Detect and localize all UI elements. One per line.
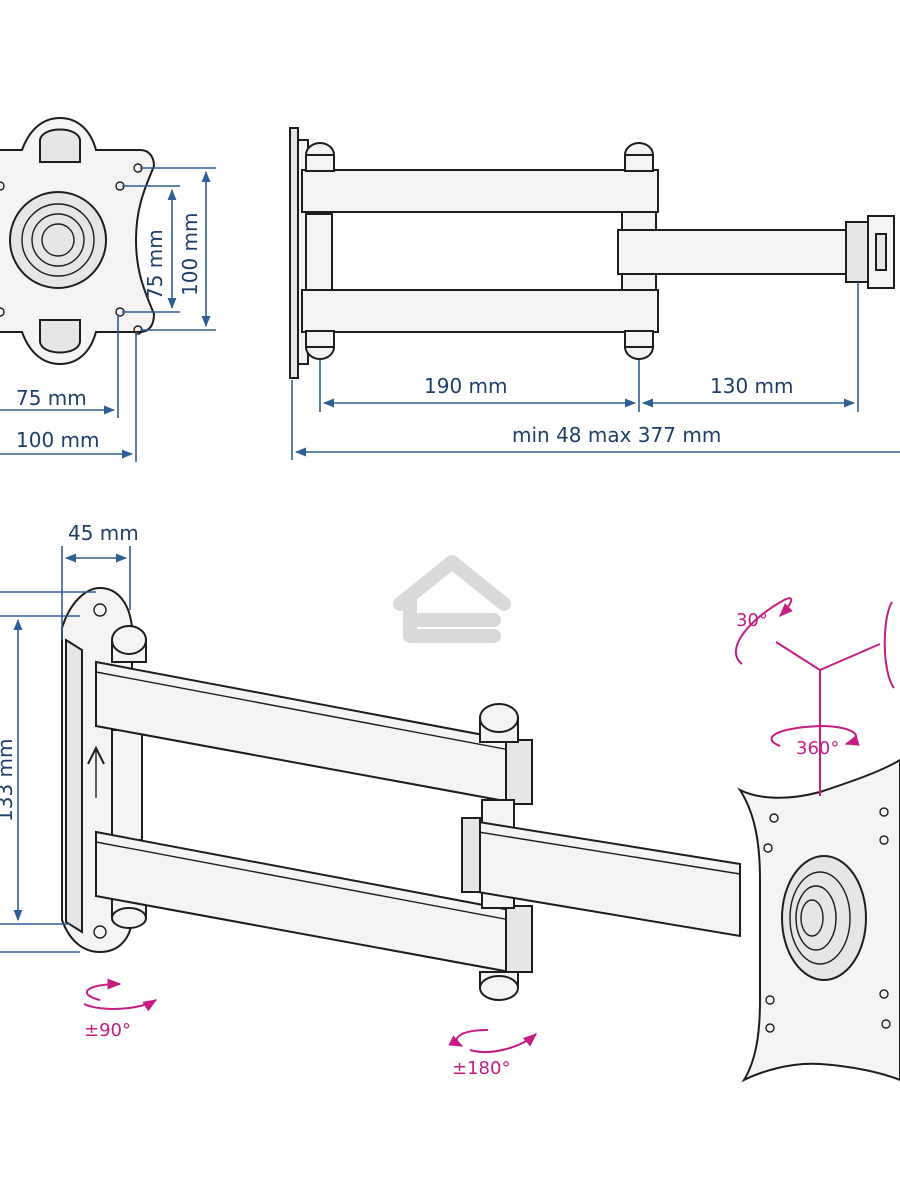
vesa-horizontal-large-label: 100 mm <box>16 428 100 452</box>
perspective-dimension-lines <box>0 546 131 953</box>
middle-joint-rotation-label: ±180° <box>452 1058 510 1079</box>
arm-top-view <box>289 127 895 379</box>
house-watermark-icon <box>393 555 511 643</box>
vesa-vertical-large-label: 100 mm <box>178 213 202 297</box>
arm-segment-1-label: 190 mm <box>424 374 508 398</box>
vesa-plate-front-view <box>0 116 156 366</box>
wall-joint-rotation-label: ±90° <box>84 1020 131 1041</box>
swivel-label: 360° <box>796 738 839 759</box>
tilt-swivel-axes <box>775 641 881 796</box>
wall-plate-depth-label: 45 mm <box>68 521 139 545</box>
rotation-arrow-icon <box>83 597 895 1054</box>
arm-dimension-lines <box>291 282 900 460</box>
vesa-vertical-small-label: 75 mm <box>143 229 167 300</box>
vesa-horizontal-small-label: 75 mm <box>16 386 87 410</box>
wall-plate-height-label: 133 mm <box>0 739 17 823</box>
vesa-dimension-lines <box>0 167 216 462</box>
arm-segment-2-label: 130 mm <box>710 374 794 398</box>
direction-arrow-icon <box>87 745 105 765</box>
arm-perspective-view <box>61 586 900 1083</box>
tilt-label: 30° <box>736 610 768 631</box>
extension-range-label: min 48 max 377 mm <box>512 423 721 447</box>
